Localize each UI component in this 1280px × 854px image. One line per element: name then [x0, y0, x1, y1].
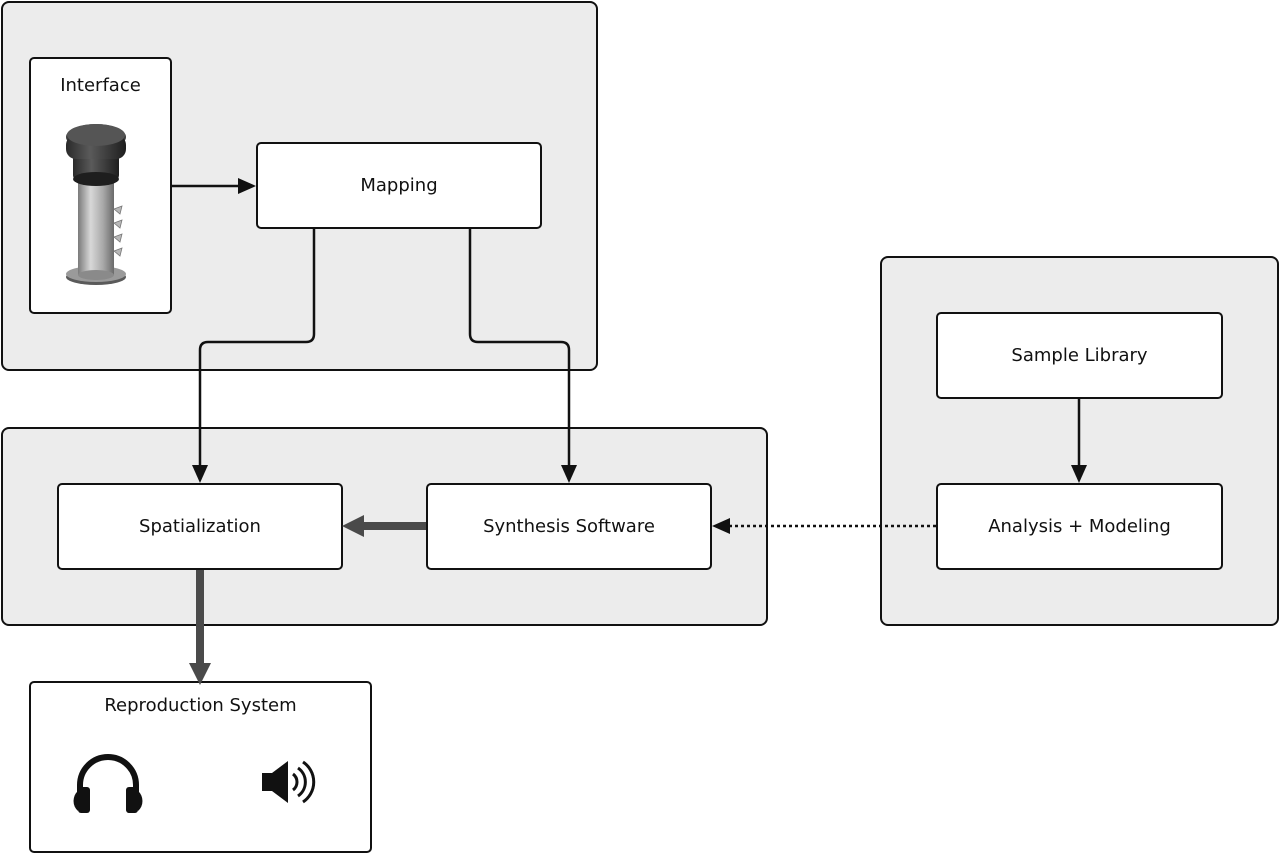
reproduction-label: Reproduction System	[104, 695, 297, 716]
spatialization-label: Spatialization	[139, 516, 261, 537]
sample-library-label: Sample Library	[1011, 345, 1148, 366]
interface-node: Interface	[29, 57, 172, 314]
synthesis-label: Synthesis Software	[483, 516, 655, 537]
headphones-icon	[73, 754, 143, 813]
mapping-node: Mapping	[256, 142, 542, 229]
analysis-node: Analysis + Modeling	[936, 483, 1223, 570]
reproduction-node: Reproduction System	[29, 681, 372, 853]
synthesis-node: Synthesis Software	[426, 483, 712, 570]
mapping-label: Mapping	[360, 175, 438, 196]
speaker-icon	[262, 760, 316, 804]
sample-library-node: Sample Library	[936, 312, 1223, 399]
interface-label: Interface	[60, 75, 141, 96]
spatialization-node: Spatialization	[57, 483, 343, 570]
analysis-label: Analysis + Modeling	[988, 516, 1171, 537]
tubular-controller-icon	[66, 124, 126, 285]
